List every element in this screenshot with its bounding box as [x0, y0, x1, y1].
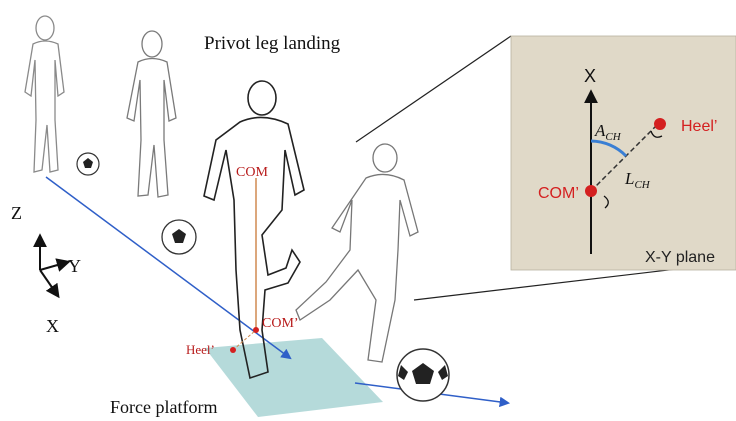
- angle-label: ACH: [594, 121, 622, 143]
- length-symbol: L: [624, 169, 634, 188]
- angle-symbol: A: [594, 121, 606, 140]
- player-silhouette-1: [24, 15, 65, 173]
- inset-com-point: [585, 185, 597, 197]
- com-label: COM: [236, 165, 268, 180]
- plane-label: X-Y plane: [645, 249, 715, 266]
- inset-heel-label: Heel’: [681, 118, 717, 135]
- player-silhouette-2: [126, 30, 177, 198]
- inset-com-label: COM’: [538, 185, 579, 202]
- angle-subscript: CH: [605, 131, 621, 143]
- inset-com-heel-line: [590, 122, 660, 192]
- inset-heel-point: [654, 118, 666, 130]
- inset-x-label: X: [584, 66, 596, 86]
- run-path-line: [45, 176, 292, 360]
- length-label: LCH: [624, 169, 651, 191]
- player-silhouette-3: [203, 80, 305, 380]
- soccer-ball-medium: [161, 219, 197, 255]
- com-prime-label: COM’: [262, 316, 299, 331]
- axis-z-label: Z: [11, 203, 22, 223]
- heel-arc-mark: [650, 130, 663, 138]
- angle-arc: [590, 139, 628, 158]
- heel-com-link: [232, 329, 257, 351]
- player-silhouette-4: [295, 143, 419, 363]
- callout-line-top: [355, 35, 512, 143]
- axis-x-label: X: [46, 316, 59, 336]
- axis-y-label: Y: [68, 256, 81, 276]
- coordinate-axes: [33, 233, 71, 299]
- heel-prime-label: Heel’: [186, 342, 215, 357]
- length-arc-mark: [603, 195, 609, 209]
- soccer-ball-large: [396, 348, 450, 402]
- soccer-ball-small: [76, 152, 100, 176]
- length-subscript: CH: [634, 179, 650, 191]
- diagram-title: Privot leg landing: [204, 33, 341, 54]
- com-prime-point: [253, 327, 259, 333]
- force-platform: [205, 338, 383, 417]
- heel-prime-point: [230, 347, 236, 353]
- force-platform-label: Force platform: [110, 397, 217, 417]
